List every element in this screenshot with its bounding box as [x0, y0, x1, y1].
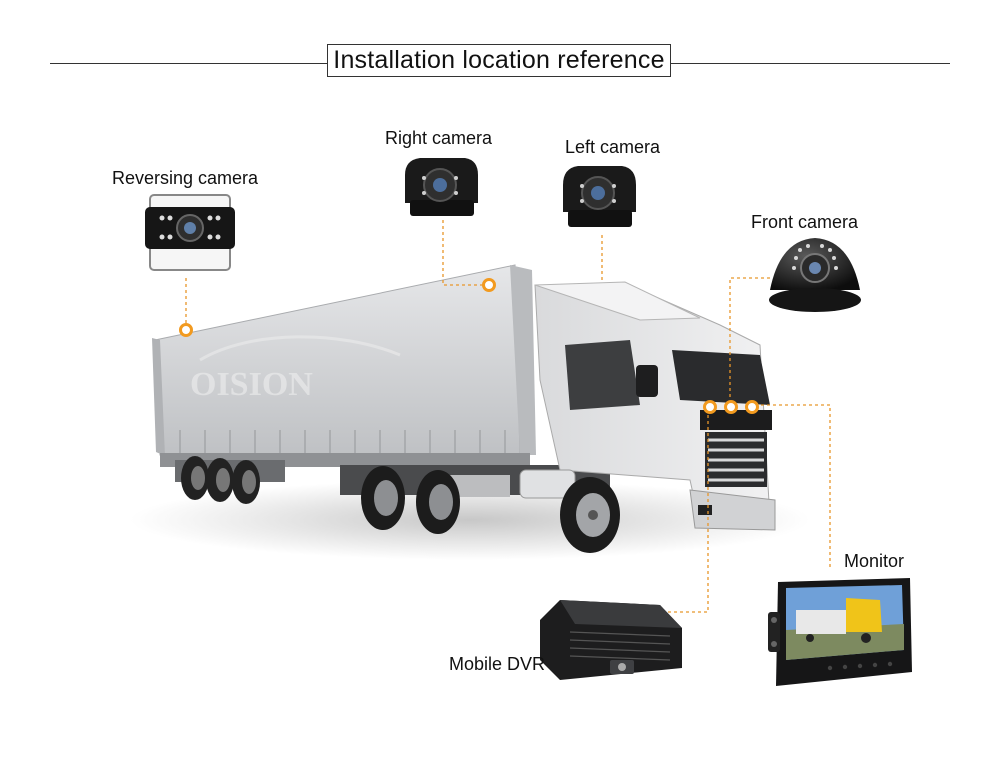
marker-front-3: [745, 400, 759, 414]
install-markers: [179, 278, 759, 414]
header-rule-right: [671, 63, 950, 64]
trailer-wheels: [181, 456, 260, 504]
marker-front-2: [724, 400, 738, 414]
watermark-logo: OISION: [190, 335, 401, 403]
left-camera-label: Left camera: [565, 137, 661, 157]
leader-lines: [185, 220, 831, 613]
reversing-camera-icon: [145, 194, 235, 271]
trailer: [152, 264, 536, 482]
mobile-dvr-label: Mobile DVR: [449, 654, 546, 674]
right-camera-label: Right camera: [385, 128, 493, 148]
page-title: Installation location reference: [327, 44, 671, 77]
marker-right: [482, 278, 496, 292]
mobile-dvr-icon: [540, 600, 682, 680]
monitor-icon: [768, 578, 912, 686]
marker-front-1: [703, 400, 717, 414]
truck-shadow: [130, 480, 810, 560]
left-camera-icon: [563, 166, 636, 227]
monitor-label: Monitor: [844, 551, 905, 571]
tractor-cab: [519, 281, 776, 531]
right-camera-icon: [405, 158, 478, 216]
header-rule-left: [50, 63, 327, 64]
front-camera-icon: [769, 238, 861, 312]
marker-reversing: [179, 323, 193, 337]
svg-text:OISION: OISION: [190, 366, 313, 403]
grille: [705, 432, 767, 487]
reversing-camera-label: Reversing camera: [112, 168, 259, 188]
tractor-wheels: [361, 466, 620, 553]
front-camera-label: Front camera: [751, 212, 859, 232]
